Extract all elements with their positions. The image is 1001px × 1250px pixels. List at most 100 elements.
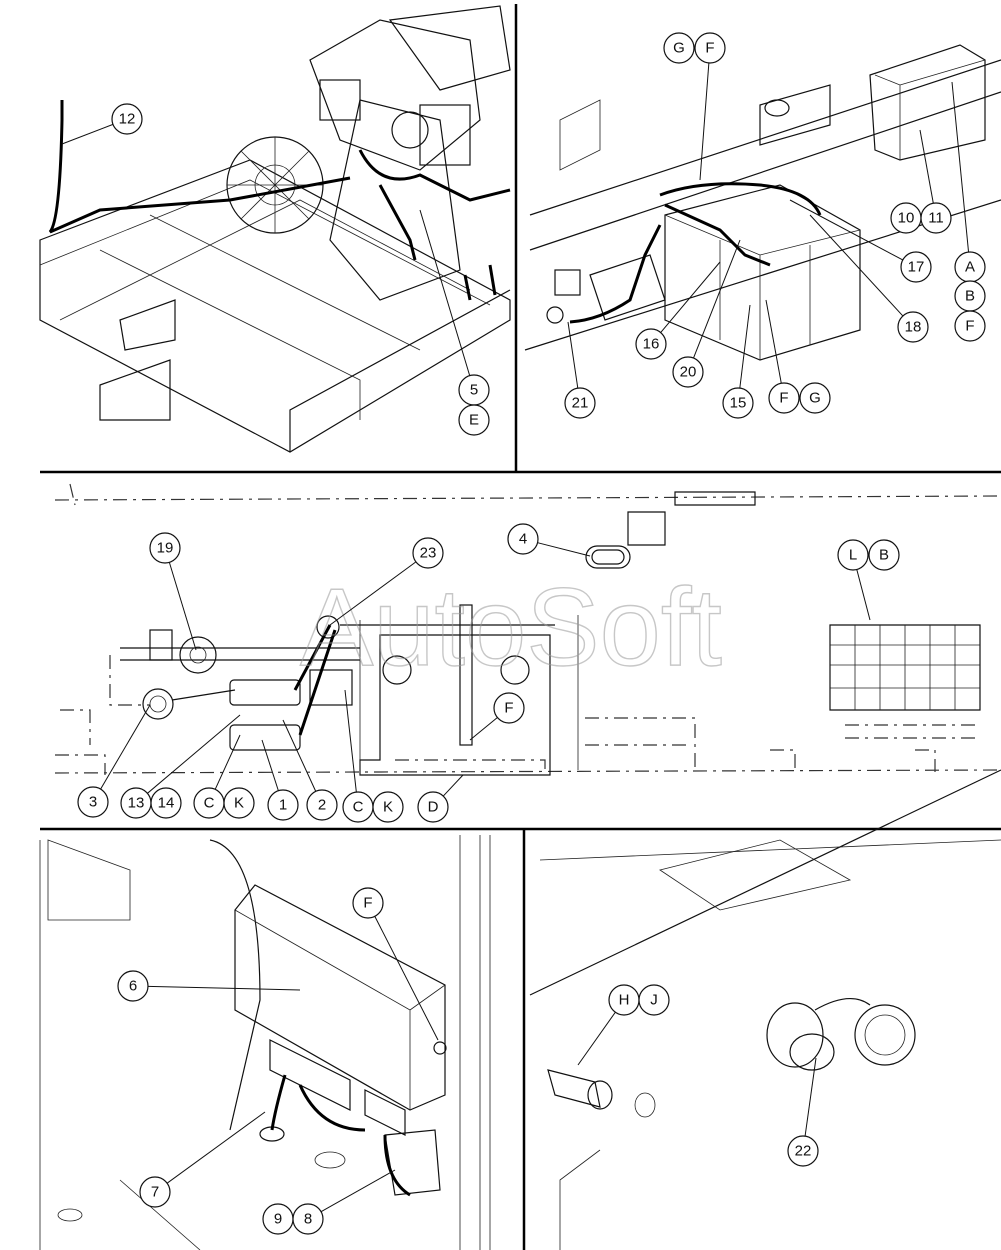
callout-19: 19 [149, 532, 181, 564]
leader-16 [660, 261, 721, 333]
callout-22: 22 [787, 1135, 819, 1167]
leader-h [577, 1011, 616, 1066]
callout-21: 21 [564, 387, 596, 419]
leader-1 [261, 739, 279, 791]
callout-label: G [673, 40, 685, 57]
callout-h: H [608, 984, 640, 1016]
callout-l: L [837, 539, 869, 571]
callout-k: K [223, 787, 255, 819]
callout-leaders [61, 62, 970, 1213]
callout-13: 13 [120, 787, 152, 819]
callout-label: 4 [519, 531, 527, 548]
callout-label: 17 [908, 259, 925, 276]
callout-4: 4 [507, 523, 539, 555]
leader-20 [693, 239, 741, 359]
callout-label: K [383, 799, 393, 816]
callout-label: 20 [680, 364, 697, 381]
engine-frame-drawing [39, 5, 511, 453]
callout-23: 23 [412, 537, 444, 569]
callout-label: F [705, 40, 714, 57]
callout-label: F [504, 700, 513, 717]
callout-label: L [849, 547, 857, 564]
callout-label: K [234, 795, 244, 812]
callout-label: G [809, 390, 821, 407]
callout-b: B [868, 539, 900, 571]
callout-label: A [965, 259, 975, 276]
leader-f [469, 717, 498, 741]
callout-c: C [193, 787, 225, 819]
callout-f: F [352, 887, 384, 919]
callout-16: 16 [635, 328, 667, 360]
leader-15 [739, 304, 751, 389]
leader-4 [537, 542, 591, 557]
callout-18: 18 [897, 311, 929, 343]
callout-label: 21 [572, 395, 589, 412]
plug-bolt-drawing [529, 769, 1001, 1250]
callout-g: G [799, 382, 831, 414]
callout-6: 6 [117, 970, 149, 1002]
callout-3: 3 [77, 786, 109, 818]
callout-label: 8 [304, 1211, 312, 1228]
leader-12 [61, 123, 114, 145]
callout-label: 2 [318, 797, 326, 814]
callout-label: F [779, 390, 788, 407]
callout-label: 23 [420, 545, 437, 562]
leader-6 [147, 985, 301, 991]
callout-k: K [372, 791, 404, 823]
callout-f: F [954, 310, 986, 342]
callout-label: 5 [470, 382, 478, 399]
callout-label: B [965, 288, 975, 305]
callout-label: E [469, 412, 479, 429]
callout-label: 14 [158, 795, 175, 812]
callout-label: 12 [119, 111, 136, 128]
leader-f [374, 916, 439, 1041]
callout-11: 11 [920, 202, 952, 234]
callout-f: F [768, 382, 800, 414]
leader-11 [919, 129, 934, 204]
callout-label: 1 [279, 797, 287, 814]
callout-label: 6 [129, 978, 137, 995]
leader-7 [166, 1111, 266, 1184]
callout-label: 3 [89, 794, 97, 811]
mounting-panel-drawing [54, 483, 1001, 776]
callout-label: F [363, 895, 372, 912]
callout-2: 2 [306, 789, 338, 821]
callout-label: 10 [898, 210, 915, 227]
callout-label: 19 [157, 540, 174, 557]
watermark: AutoSoft [300, 566, 722, 689]
panel-dividers [40, 4, 1001, 1250]
leader-d [442, 774, 464, 797]
battery-box-drawing [524, 44, 1001, 361]
callout-14: 14 [150, 787, 182, 819]
callout-label: B [879, 547, 889, 564]
leader-l [856, 569, 871, 621]
callout-8: 8 [292, 1203, 324, 1235]
callout-1: 1 [267, 789, 299, 821]
leader-a [951, 81, 970, 253]
callout-label: C [353, 799, 364, 816]
callout-c: C [342, 791, 374, 823]
callout-label: 9 [274, 1211, 282, 1228]
callout-b: B [954, 280, 986, 312]
callout-label: D [428, 799, 439, 816]
callout-f: F [694, 32, 726, 64]
callout-d: D [417, 791, 449, 823]
leader-19 [168, 562, 197, 651]
callout-label: 13 [128, 795, 145, 812]
callout-label: J [650, 992, 658, 1009]
leader-c [344, 689, 357, 793]
callout-label: 11 [928, 210, 944, 227]
callout-j: J [638, 984, 670, 1016]
callout-label: C [204, 795, 215, 812]
leader-18 [809, 214, 904, 317]
callout-label: H [619, 992, 630, 1009]
callout-9: 9 [262, 1203, 294, 1235]
leader-23 [329, 561, 417, 626]
callout-g: G [663, 32, 695, 64]
callout-label: 22 [795, 1143, 812, 1160]
leader-5 [419, 209, 471, 376]
callout-label: 18 [905, 319, 922, 336]
leader-f [765, 299, 782, 384]
leader-17 [789, 199, 903, 261]
